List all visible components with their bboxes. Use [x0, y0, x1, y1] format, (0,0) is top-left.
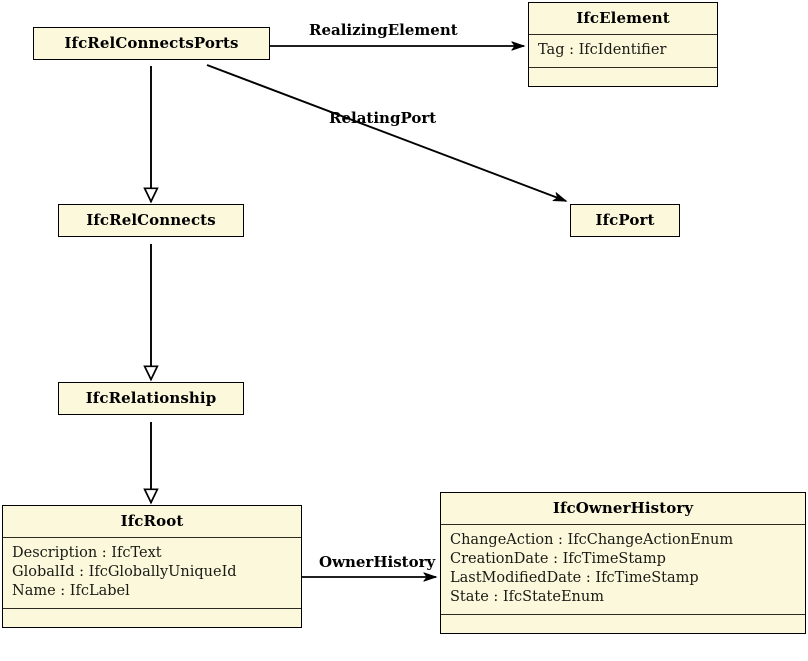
attribute-row: ChangeAction : IfcChangeActionEnum — [450, 532, 734, 548]
class-title: IfcElement — [576, 9, 670, 27]
attribute-row: GlobalId : IfcGloballyUniqueId — [12, 564, 237, 580]
class-title: IfcOwnerHistory — [552, 499, 694, 517]
class-box-ifcownerhistory[interactable]: IfcOwnerHistory ChangeAction : IfcChange… — [440, 492, 806, 634]
attribute-row: Description : IfcText — [12, 545, 162, 561]
compartment-divider — [529, 67, 717, 68]
edge-label-owner-history: OwnerHistory — [319, 553, 436, 571]
attributes-compartment: Tag : IfcIdentifier — [529, 35, 717, 67]
class-title: IfcPort — [595, 211, 655, 229]
operations-compartment — [529, 68, 717, 86]
class-title: IfcRelConnects — [86, 211, 216, 229]
class-title: IfcRelationship — [85, 389, 217, 407]
compartment-divider — [441, 524, 805, 525]
edge-relating-port — [206, 64, 566, 202]
attribute-row: Name : IfcLabel — [12, 583, 130, 599]
class-box-ifcrelconnectsports[interactable]: IfcRelConnectsPorts — [33, 27, 270, 60]
attribute-row: LastModifiedDate : IfcTimeStamp — [450, 570, 699, 586]
class-box-ifcroot[interactable]: IfcRoot Description : IfcText GlobalId :… — [2, 505, 302, 628]
attribute-row: CreationDate : IfcTimeStamp — [450, 551, 666, 567]
class-box-ifcelement[interactable]: IfcElement Tag : IfcIdentifier — [528, 2, 718, 87]
class-title: IfcRoot — [120, 512, 184, 530]
class-box-ifcrelconnects[interactable]: IfcRelConnects — [58, 204, 244, 237]
operations-compartment — [441, 615, 805, 633]
attribute-row: State : IfcStateEnum — [450, 589, 604, 605]
attributes-compartment: ChangeAction : IfcChangeActionEnum Creat… — [441, 525, 805, 614]
operations-compartment — [3, 609, 301, 627]
attributes-compartment: Description : IfcText GlobalId : IfcGlob… — [3, 538, 301, 608]
edge-label-realizing-element: RealizingElement — [309, 21, 458, 39]
attribute-row: Tag : IfcIdentifier — [538, 42, 667, 58]
compartment-divider — [3, 608, 301, 609]
edge-label-relating-port: RelatingPort — [329, 109, 437, 127]
class-box-ifcrelationship[interactable]: IfcRelationship — [58, 382, 244, 415]
compartment-divider — [529, 34, 717, 35]
compartment-divider — [441, 614, 805, 615]
compartment-divider — [3, 537, 301, 538]
class-box-ifcport[interactable]: IfcPort — [570, 204, 680, 237]
class-title: IfcRelConnectsPorts — [64, 34, 239, 52]
